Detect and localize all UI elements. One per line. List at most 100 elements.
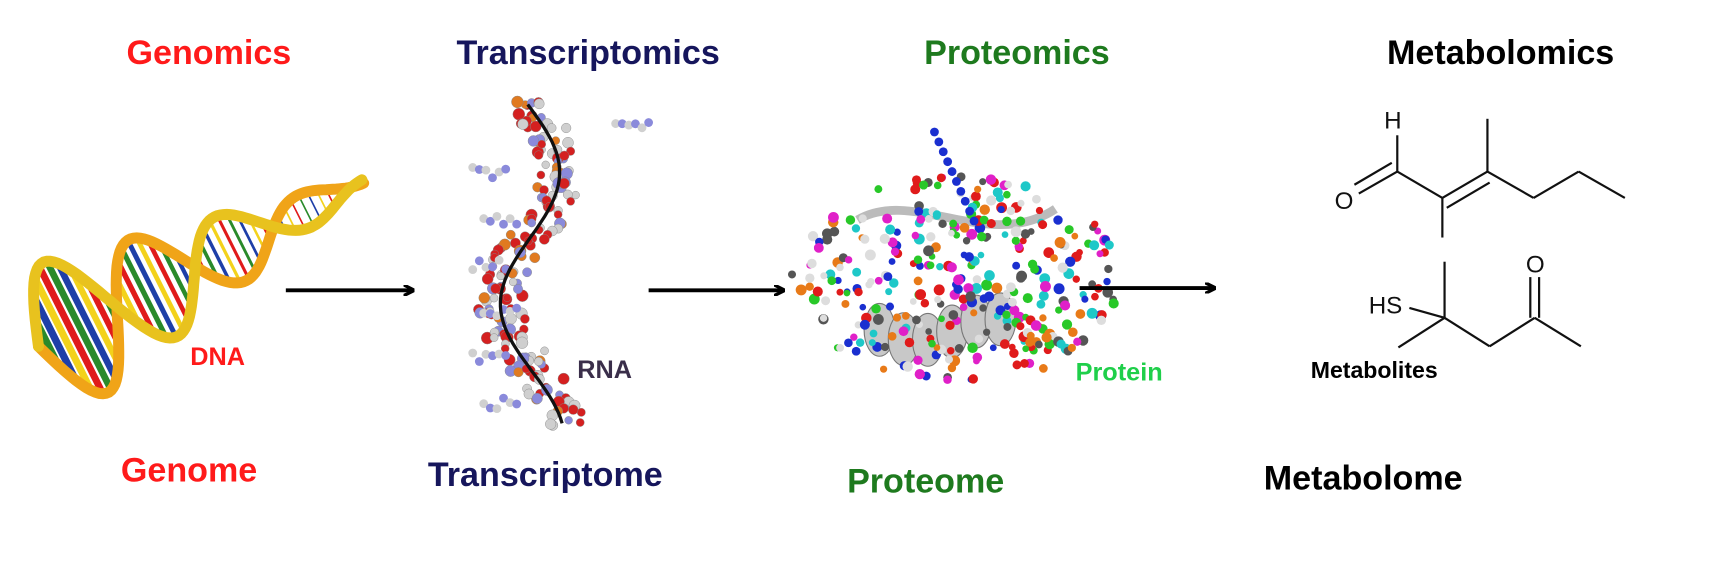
- rna-atom: [545, 418, 557, 430]
- protein-atom: [1020, 181, 1031, 192]
- protein-atom: [979, 204, 990, 215]
- protein-atom: [938, 315, 945, 323]
- rna-base-atom: [485, 309, 495, 319]
- protein-atom: [1016, 322, 1025, 331]
- rna-base-atom: [488, 262, 497, 272]
- rna-atom: [513, 367, 524, 378]
- protein-atom: [930, 127, 939, 137]
- protein-atom: [923, 245, 935, 257]
- protein-atom: [1030, 320, 1042, 331]
- protein-atom: [852, 267, 862, 277]
- rna-atom: [531, 393, 543, 404]
- metabolomics-heading: Metabolomics: [1387, 34, 1614, 72]
- protein-ribbon: [855, 205, 1058, 229]
- protein-atom: [945, 320, 955, 331]
- protein-atom: [1038, 220, 1048, 230]
- rna-atom: [534, 150, 544, 160]
- protein-atom: [805, 273, 815, 283]
- dna-base-pair: [69, 269, 122, 366]
- protein-atom: [902, 312, 910, 320]
- protein-atom: [1039, 281, 1051, 292]
- protein-atom: [888, 258, 896, 265]
- protein-atom: [1103, 277, 1111, 286]
- rna-atom: [575, 418, 585, 427]
- rna-base-atom: [485, 216, 495, 226]
- atom-h: H: [1384, 108, 1401, 135]
- protein-atom: [889, 278, 899, 288]
- protein-atom: [915, 289, 927, 301]
- protein-atom: [844, 338, 853, 348]
- protein-atom: [926, 232, 936, 242]
- rna-base-atom: [494, 167, 504, 177]
- rna-atom: [496, 271, 505, 281]
- protein-atom: [1001, 231, 1009, 238]
- protein-atom: [970, 309, 978, 317]
- rna-base-atom: [631, 119, 640, 129]
- rna-base-atom: [499, 219, 508, 229]
- protein-atom: [1053, 215, 1063, 225]
- rna-atom: [566, 197, 575, 206]
- protein-atom: [1104, 264, 1113, 274]
- protein-atom: [1036, 299, 1046, 309]
- protein-atom: [986, 195, 997, 206]
- protein-atom: [965, 291, 976, 302]
- protein-atom: [1086, 307, 1098, 319]
- protein-atom: [1057, 262, 1068, 273]
- rna-base-atom: [499, 393, 508, 403]
- rna-base-atom: [474, 256, 484, 266]
- protein-atom: [829, 226, 840, 237]
- protein-atom: [979, 178, 987, 186]
- protein-atom: [983, 328, 991, 336]
- rna-base-atom: [481, 165, 491, 175]
- rna-base-atom: [479, 308, 489, 318]
- atom-o-aldehyde: O: [1335, 188, 1354, 215]
- protein-atom: [1091, 292, 1099, 301]
- protein-atom: [1003, 190, 1011, 199]
- rna-base-atom: [481, 349, 491, 359]
- protein-atom: [986, 219, 996, 229]
- protein-atom: [827, 276, 837, 286]
- protein-atom: [924, 215, 933, 223]
- protein-atom: [892, 313, 902, 322]
- protein-atom: [974, 334, 984, 343]
- protein-atom: [979, 294, 989, 303]
- protein-atom: [851, 224, 861, 233]
- protein-atom: [1089, 240, 1100, 251]
- rna-base-atom: [492, 211, 502, 221]
- transcriptomics-heading: Transcriptomics: [457, 34, 720, 72]
- rna-atom: [576, 407, 586, 417]
- metabolite-structure: [1353, 118, 1626, 349]
- protein-atom: [1025, 337, 1035, 347]
- rna-atom: [513, 284, 523, 294]
- rna-atom: [533, 98, 545, 110]
- protein-atom: [972, 352, 983, 363]
- dna-base-pair: [115, 259, 157, 335]
- rna-base-atom: [479, 399, 489, 409]
- protein-atom: [1004, 180, 1012, 189]
- rna-backbone: [498, 103, 564, 424]
- protein-atom: [1015, 216, 1026, 226]
- rna-base-atom: [512, 303, 522, 313]
- rna-base-atom: [505, 398, 515, 408]
- protein-atom: [1009, 348, 1019, 358]
- protein-structure-illustration: [787, 127, 1119, 384]
- protein-atom: [913, 255, 923, 265]
- protein-atom: [836, 344, 844, 352]
- rna-base-atom: [501, 351, 511, 360]
- protein-atom: [1054, 237, 1066, 248]
- protein-atom: [1067, 343, 1076, 352]
- dna-base-pair: [31, 276, 95, 392]
- protein-atom: [1055, 306, 1063, 314]
- protein-atom: [911, 175, 921, 185]
- protein-atom: [882, 213, 893, 224]
- protein-atom: [904, 337, 915, 348]
- protein-atom: [879, 233, 890, 244]
- atom-o-ketone: O: [1526, 252, 1545, 279]
- rna-strand-illustration: [468, 95, 654, 431]
- protein-atom: [834, 276, 842, 285]
- protein-atom: [919, 180, 929, 190]
- rna-atom: [489, 293, 499, 303]
- transcriptome-label: Transcriptome: [428, 456, 663, 494]
- protein-atom: [981, 279, 993, 291]
- protein-atom: [989, 344, 997, 352]
